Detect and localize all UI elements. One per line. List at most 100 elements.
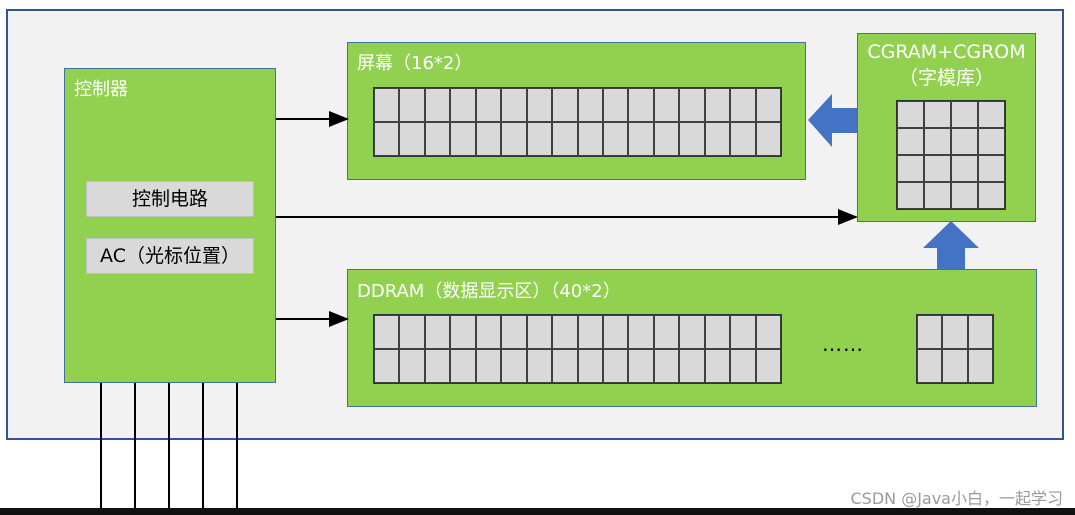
screen-cell <box>679 88 705 122</box>
screen-cell <box>653 122 680 156</box>
ddram-cell <box>450 315 476 349</box>
ddram-cell <box>653 315 680 349</box>
screen-cell <box>730 122 756 156</box>
screen-cell <box>602 122 629 156</box>
ddram-cell <box>704 349 731 383</box>
cgram-title-line1: CGRAM+CGROM <box>867 41 1026 63</box>
ddram-cell <box>399 315 425 349</box>
ddram-cell <box>526 315 553 349</box>
ddram-cell <box>577 315 603 349</box>
screen-grid <box>373 87 782 157</box>
ddram-cell <box>679 349 705 383</box>
screen-cell <box>679 122 705 156</box>
cgram-to-screen-block-arrow <box>808 94 857 147</box>
controller-title: 控制器 <box>74 79 128 100</box>
control-circuit-box: 控制电路 <box>86 181 254 217</box>
ddram-cell <box>730 315 756 349</box>
cgram-block: CGRAM+CGROM （字模库） <box>857 33 1036 222</box>
ddram-ellipsis: …… <box>822 332 864 356</box>
ddram-cell <box>577 349 603 383</box>
cgram-cell <box>978 101 1005 128</box>
screen-cell <box>374 122 400 156</box>
screen-cell <box>399 88 425 122</box>
cgram-cell <box>951 101 978 128</box>
screen-cell <box>526 88 553 122</box>
bottom-bar <box>0 508 1075 515</box>
screen-cell <box>577 88 603 122</box>
cgram-cell <box>897 128 924 155</box>
screen-cell <box>628 122 654 156</box>
ddram-cell <box>942 315 968 349</box>
cgram-cell <box>897 182 924 209</box>
screen-cell <box>399 122 425 156</box>
cgram-cell <box>978 182 1005 209</box>
cgram-cell <box>924 155 951 182</box>
ddram-cell <box>475 315 502 349</box>
screen-cell <box>475 88 502 122</box>
ddram-cell <box>374 349 400 383</box>
ddram-to-cgram-block-arrow <box>923 221 979 269</box>
ddram-cell <box>475 349 502 383</box>
cgram-cell <box>951 128 978 155</box>
screen-cell <box>602 88 629 122</box>
ddram-cell <box>628 315 654 349</box>
cgram-cell <box>924 182 951 209</box>
ddram-cell <box>917 315 943 349</box>
ddram-cell <box>374 315 400 349</box>
screen-cell <box>755 122 781 156</box>
ddram-cell <box>450 349 476 383</box>
ddram-cell <box>679 315 705 349</box>
ddram-cell <box>501 349 527 383</box>
screen-cell <box>704 122 731 156</box>
ddram-cell <box>424 349 451 383</box>
screen-cell <box>653 88 680 122</box>
screen-cell <box>374 88 400 122</box>
ddram-cell <box>917 349 943 383</box>
ddram-cell <box>602 349 629 383</box>
ddram-cell <box>755 315 781 349</box>
watermark: CSDN @Java小白，一起学习 <box>850 489 1063 508</box>
screen-cell <box>552 122 578 156</box>
ddram-cell <box>602 315 629 349</box>
screen-block: 屏幕（16*2） <box>347 42 806 180</box>
ddram-cell <box>755 349 781 383</box>
cgram-grid <box>896 100 1006 210</box>
ddram-cell <box>552 349 578 383</box>
ddram-cell <box>967 349 993 383</box>
ddram-cell <box>424 315 451 349</box>
screen-cell <box>577 122 603 156</box>
screen-cell <box>450 122 476 156</box>
screen-cell <box>424 122 451 156</box>
ddram-cell <box>526 349 553 383</box>
cgram-cell <box>951 155 978 182</box>
ddram-cell <box>730 349 756 383</box>
ddram-title: DDRAM（数据显示区）（40*2） <box>357 281 621 302</box>
cgram-title-line2: （字模库） <box>898 67 994 89</box>
screen-cell <box>450 88 476 122</box>
ddram-cell <box>704 315 731 349</box>
ddram-cell <box>628 349 654 383</box>
cgram-cell <box>924 128 951 155</box>
ddram-cell <box>501 315 527 349</box>
screen-cell <box>628 88 654 122</box>
ddram-main-grid <box>373 314 782 384</box>
screen-cell <box>526 122 553 156</box>
cgram-cell <box>897 101 924 128</box>
screen-cell <box>755 88 781 122</box>
controller-block: 控制器 控制电路 AC（光标位置） <box>64 68 276 383</box>
ddram-cell <box>653 349 680 383</box>
screen-cell <box>501 88 527 122</box>
ddram-tail-grid <box>916 314 994 384</box>
cgram-cell <box>924 101 951 128</box>
ddram-cell <box>942 349 968 383</box>
screen-cell <box>704 88 731 122</box>
screen-cell <box>501 122 527 156</box>
screen-cell <box>730 88 756 122</box>
bus-lines <box>100 383 238 510</box>
ac-cursor-box: AC（光标位置） <box>86 238 254 274</box>
screen-cell <box>424 88 451 122</box>
cgram-cell <box>978 155 1005 182</box>
screen-cell <box>475 122 502 156</box>
ddram-cell <box>967 315 993 349</box>
